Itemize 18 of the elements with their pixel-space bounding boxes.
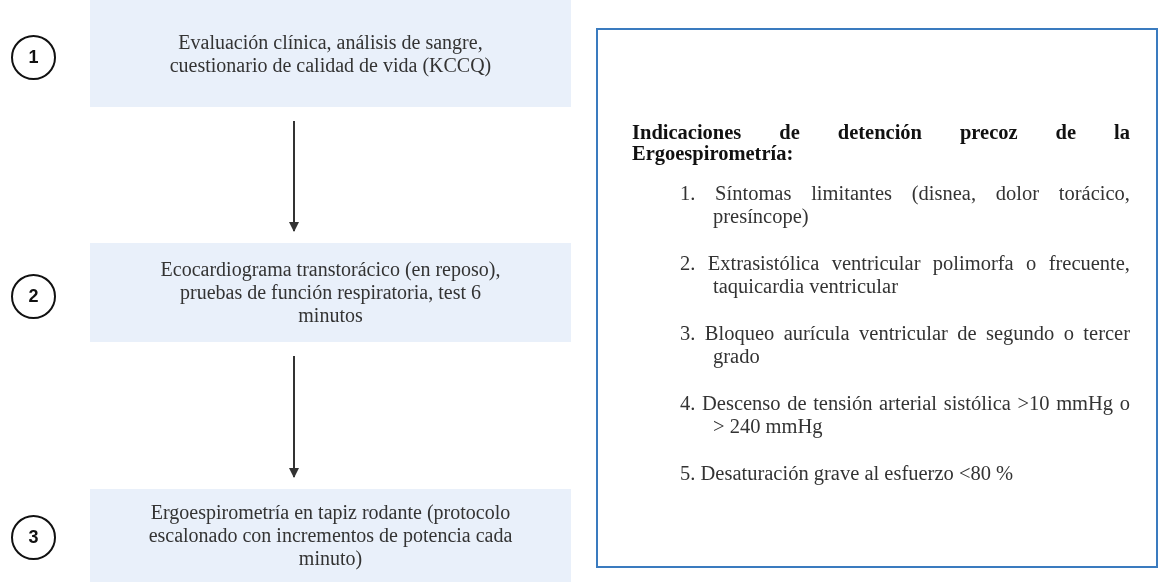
step-text: Evaluación clínica, análisis de sangre, cuestionario de calidad de vida (KCCQ) <box>168 30 493 77</box>
info-panel <box>596 28 1158 568</box>
number-label: 2 <box>28 286 39 307</box>
number-label: 1 <box>28 47 39 68</box>
step-text: Ergoespirometría en tapiz rodante (protocolo escalonado con incrementos de potencia cada minuto) <box>147 501 514 570</box>
list-item: 3. Bloqueo aurícula ventricular de segundo o tercer grado <box>680 322 1130 368</box>
step-number <box>11 35 56 80</box>
arrow <box>289 355 299 478</box>
list-item: 5. Desaturación grave al esfuerzo <80 % <box>680 462 1015 485</box>
list-item: 1. Síntomas limitantes (disnea, dolor torácico, presíncope) <box>680 182 1130 228</box>
panel-heading: Indicaciones de detención precoz de la Ergoespirometría: <box>632 122 1130 164</box>
list-item: 2. Extrasistólica ventricular polimorfa o frecuente, taquicardia ventricular <box>680 252 1130 298</box>
step-text: Ecocardiograma transtorácico (en reposo), pruebas de función respiratoria, test 6 minutos <box>159 258 502 327</box>
arrow <box>289 120 299 232</box>
step-number <box>11 274 56 319</box>
step-number <box>11 515 56 560</box>
number-label: 3 <box>28 527 39 548</box>
list-item: 4. Descenso de tensión arterial sistólica >10 mmHg o > 240 mmHg <box>680 392 1130 438</box>
